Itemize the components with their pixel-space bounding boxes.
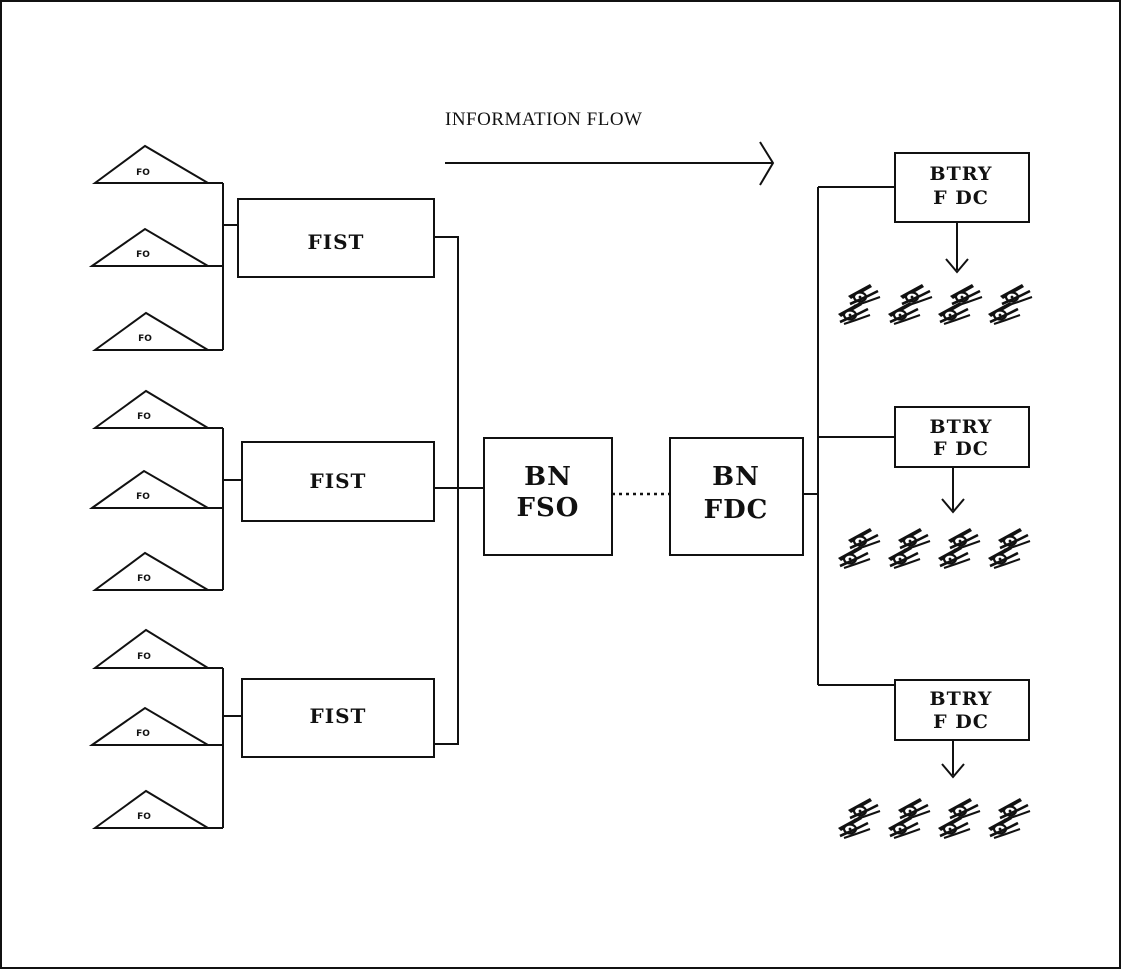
btry-down-arrow-1 <box>946 222 968 272</box>
fo-observer-7: FO <box>95 630 208 668</box>
fo-observer-4: FO <box>95 391 208 428</box>
howitzer-icon <box>938 816 970 838</box>
observer-group-1-connector <box>208 183 238 350</box>
observer-group-2-connector <box>208 428 242 590</box>
howitzer-icon <box>848 528 880 550</box>
svg-text:FO: FO <box>137 412 151 422</box>
svg-text:FDC: FDC <box>704 495 769 525</box>
svg-text:FO: FO <box>137 652 151 662</box>
howitzer-icon <box>838 816 870 838</box>
fist-box-2: FIST <box>242 442 434 521</box>
svg-text:BTRY: BTRY <box>930 163 993 185</box>
bn-fdc-box: BN FDC <box>670 438 803 555</box>
svg-text:FIST: FIST <box>310 469 367 493</box>
observer-group-3-connector <box>208 668 242 828</box>
svg-text:FO: FO <box>136 250 150 260</box>
svg-text:FO: FO <box>137 812 151 822</box>
howitzer-icon <box>950 284 982 306</box>
svg-text:FO: FO <box>136 168 150 178</box>
observer-group-3: FO FO FO <box>92 630 242 828</box>
svg-text:BTRY: BTRY <box>930 416 993 438</box>
observer-group-2: FO FO FO <box>92 391 242 590</box>
information-flow-indicator: INFORMATION FLOW <box>445 109 773 185</box>
howitzer-icon <box>848 798 880 820</box>
howitzer-icon <box>938 546 970 568</box>
howitzer-icon <box>888 546 920 568</box>
btry-fdc-box-3: BTRY F DC <box>895 680 1029 740</box>
howitzer-icon <box>848 284 880 306</box>
howitzer-icon <box>998 528 1030 550</box>
svg-text:FIST: FIST <box>310 704 367 728</box>
svg-text:FSO: FSO <box>517 493 580 523</box>
howitzer-icon <box>938 302 970 324</box>
svg-text:BTRY: BTRY <box>930 688 993 710</box>
fo-observer-2: FO <box>92 229 208 266</box>
btry-down-arrow-3 <box>942 740 964 777</box>
howitzer-icon <box>898 528 930 550</box>
fo-observer-8: FO <box>92 708 208 745</box>
howitzer-icon <box>998 798 1030 820</box>
btry-trunk-connector <box>803 187 895 685</box>
svg-text:F DC: F DC <box>933 438 989 460</box>
svg-text:F DC: F DC <box>933 711 989 733</box>
fo-observer-9: FO <box>95 791 208 828</box>
howitzer-icon <box>898 798 930 820</box>
battery-guns-2 <box>838 528 1030 568</box>
observer-group-1: FO FO FO <box>92 146 238 350</box>
battery-guns-1 <box>838 284 1032 324</box>
btry-down-arrow-2 <box>942 467 964 512</box>
svg-text:FIST: FIST <box>308 230 365 254</box>
svg-text:BN: BN <box>524 462 572 492</box>
svg-text:FO: FO <box>136 729 150 739</box>
fist-box-3: FIST <box>242 679 434 757</box>
fo-observer-1: FO <box>95 146 208 183</box>
howitzer-icon <box>988 302 1020 324</box>
fo-observer-6: FO <box>95 553 208 590</box>
fist-box-1: FIST <box>238 199 434 277</box>
howitzer-icon <box>948 798 980 820</box>
svg-text:FO: FO <box>138 334 152 344</box>
howitzer-icon <box>888 816 920 838</box>
howitzer-icon <box>948 528 980 550</box>
fo-observer-5: FO <box>92 471 208 508</box>
svg-text:BN: BN <box>712 462 760 492</box>
howitzer-icon <box>838 302 870 324</box>
fo-observer-3: FO <box>95 313 208 350</box>
btry-fdc-box-1: BTRY F DC <box>895 153 1029 222</box>
howitzer-icon <box>900 284 932 306</box>
svg-text:FO: FO <box>137 574 151 584</box>
howitzer-icon <box>988 546 1020 568</box>
bn-fso-box: BN FSO <box>484 438 612 555</box>
fist-trunk-connector <box>434 237 484 744</box>
howitzer-icon <box>988 816 1020 838</box>
howitzer-icon <box>1000 284 1032 306</box>
information-flow-label: INFORMATION FLOW <box>445 109 642 130</box>
svg-text:F DC: F DC <box>933 187 989 209</box>
battery-guns-3 <box>838 798 1030 838</box>
howitzer-icon <box>838 546 870 568</box>
howitzer-icon <box>888 302 920 324</box>
btry-fdc-box-2: BTRY F DC <box>895 407 1029 467</box>
svg-text:FO: FO <box>136 492 150 502</box>
